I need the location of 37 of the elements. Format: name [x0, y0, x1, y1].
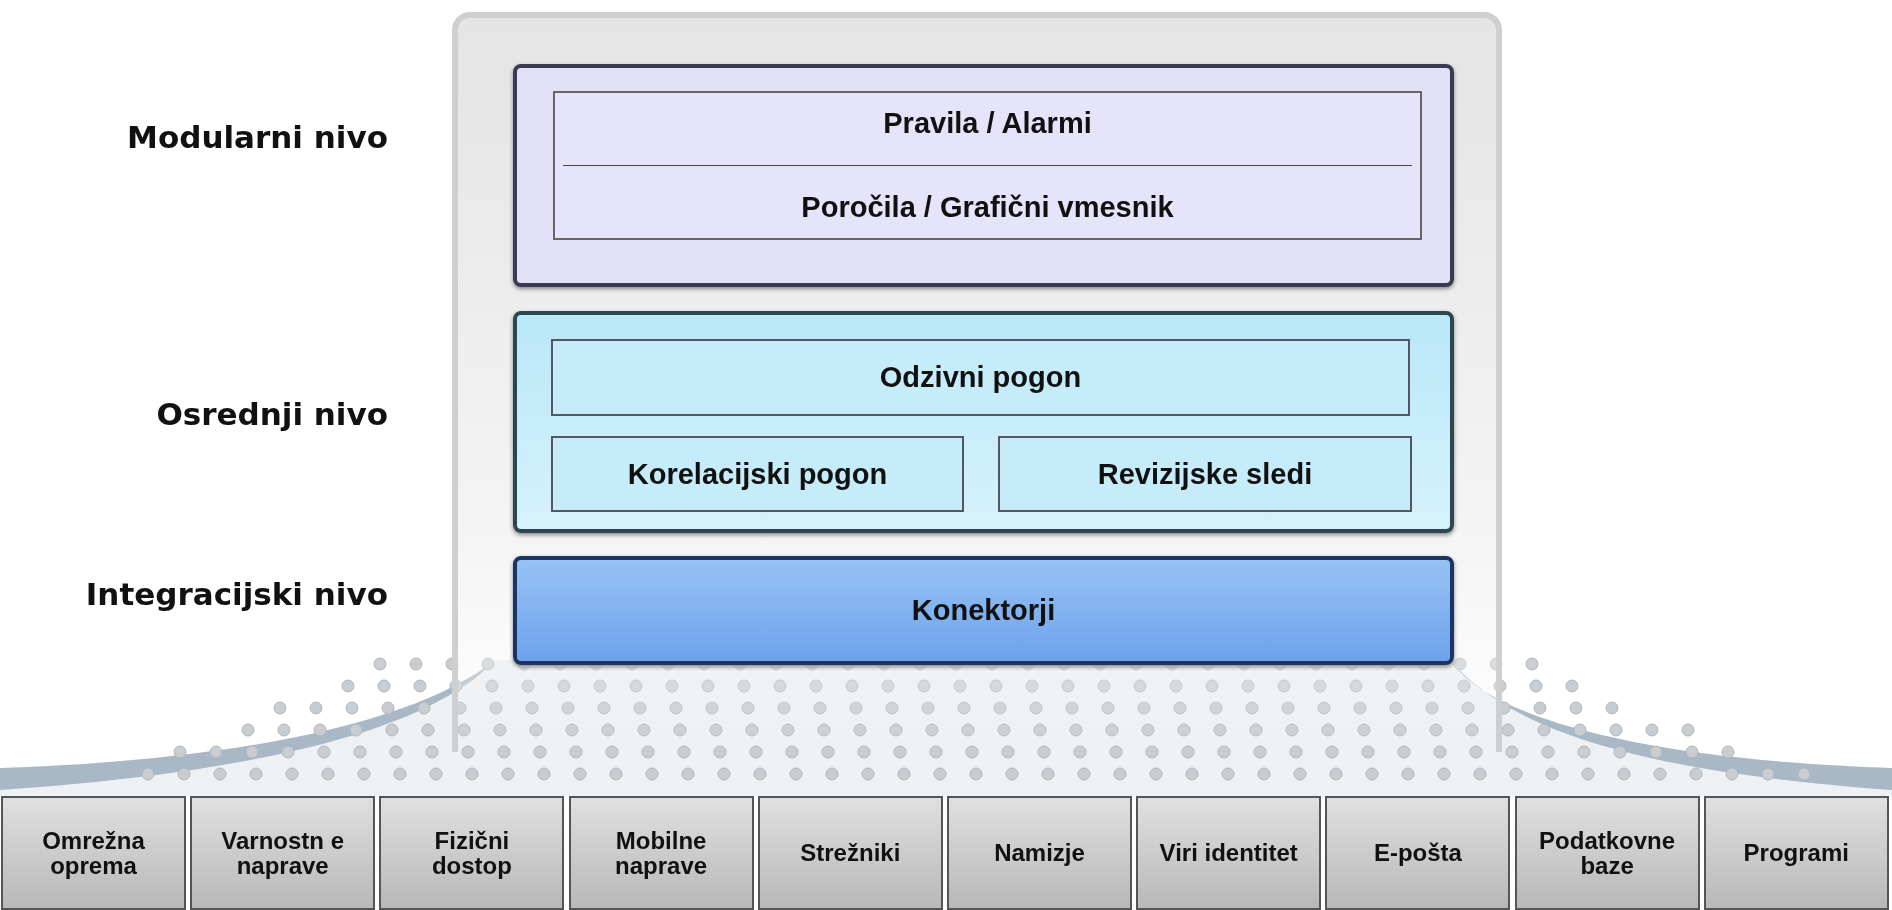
source-label: Varnostn e naprave	[220, 827, 346, 879]
engine-box	[998, 436, 1412, 512]
source-box	[568, 796, 754, 910]
component-label: Konektorji	[910, 594, 1057, 627]
source-box	[1136, 796, 1322, 910]
source-label: Viri identitet	[1159, 840, 1298, 866]
source-box	[379, 796, 565, 910]
layer-band	[513, 311, 1454, 533]
source-box	[947, 796, 1132, 910]
module-box	[553, 91, 1422, 240]
component-label: Poročila / Grafični vmesnik	[800, 190, 1175, 224]
source-label: Programi	[1743, 840, 1849, 866]
component-label: Odzivni pogon	[878, 361, 1083, 394]
source-label: Omrežna oprema	[41, 827, 146, 879]
connector-bar	[513, 556, 1454, 665]
platform-panel	[452, 12, 1502, 752]
source-box	[190, 796, 376, 910]
source-label: E-pošta	[1373, 840, 1462, 866]
source-label: Namizje	[994, 840, 1085, 866]
source-box	[1325, 796, 1511, 910]
source-label: Strežniki	[800, 840, 901, 866]
component-label: Revizijske sledi	[1096, 457, 1314, 491]
source-box	[1514, 796, 1700, 910]
layer-band	[513, 64, 1454, 287]
component-label: Korelacijski pogon	[626, 457, 889, 491]
layer-label: Osrednji nivo	[156, 396, 388, 432]
source-box	[1, 796, 186, 910]
source-label: Podatkovne baze	[1538, 827, 1677, 879]
layer-label: Integracijski nivo	[85, 576, 388, 612]
engine-box	[551, 339, 1410, 416]
component-label: Pravila / Alarmi	[882, 107, 1093, 141]
source-label: Mobilne naprave	[614, 827, 709, 879]
engine-box	[551, 436, 964, 512]
source-box	[757, 796, 943, 910]
source-label: Fizični dostop	[430, 827, 513, 879]
layer-label: Modularni nivo	[127, 119, 388, 155]
source-box	[1703, 796, 1889, 910]
